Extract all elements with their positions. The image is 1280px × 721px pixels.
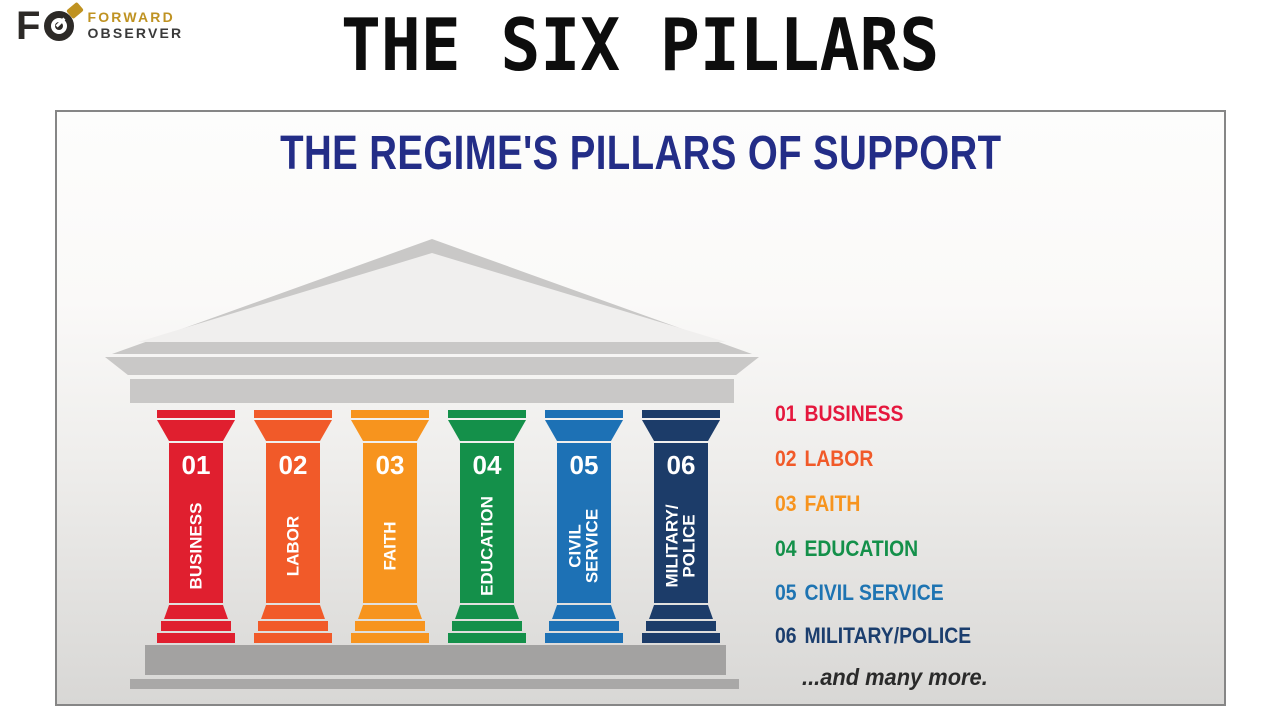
pillar-base-step — [448, 633, 526, 643]
pillar-label: FAITH — [380, 521, 400, 571]
pillar-number: 02 — [278, 450, 308, 480]
pillar-number: 05 — [569, 450, 599, 480]
legend-footnote: ...and many more. — [802, 664, 988, 690]
pillar-base — [358, 605, 422, 619]
pillar-base — [261, 605, 325, 619]
legend-item-labor: 02 LABOR — [775, 446, 873, 472]
legend-item-business: 01 BUSINESS — [775, 401, 903, 427]
pillar-base — [455, 605, 519, 619]
legend-label: EDUCATION — [804, 536, 919, 561]
pillar-shaft: 03 FAITH — [363, 443, 417, 603]
pillar-military-police: 06 MILITARY/ POLICE — [642, 410, 720, 643]
pillar-capital-strip — [157, 410, 235, 418]
legend-number: 03 — [775, 491, 797, 516]
legend-number: 04 — [775, 536, 797, 561]
legend-number: 02 — [775, 446, 797, 471]
pillar-shaft: 06 MILITARY/ POLICE — [654, 443, 708, 603]
legend-number: 01 — [775, 401, 797, 426]
cornice — [105, 357, 759, 375]
pillar-base-step — [545, 633, 623, 643]
logo-line-observer: OBSERVER — [87, 25, 184, 41]
pillar-base-step — [254, 633, 332, 643]
legend-label: FAITH — [804, 491, 861, 516]
logo-f-letter: F — [16, 4, 40, 48]
legend-label: MILITARY/POLICE — [804, 623, 972, 648]
legend-item-civil-service: 05 CIVIL SERVICE — [775, 580, 944, 606]
pillar-base-step — [646, 621, 716, 631]
pillars-panel: THE REGIME'S PILLARS OF SUPPORT 01 BUSIN… — [55, 110, 1226, 706]
pillar-base-step — [258, 621, 328, 631]
base-lower-step — [130, 679, 739, 689]
pediment-fill — [138, 253, 726, 342]
pillar-base-step — [452, 621, 522, 631]
pillar-label: CIVIL SERVICE — [565, 508, 602, 584]
legend-label: BUSINESS — [804, 401, 904, 426]
legend-number: 06 — [775, 623, 797, 648]
pillar-capital-strip — [448, 410, 526, 418]
scope-ring — [44, 11, 75, 41]
pillar-capital — [351, 420, 429, 441]
scope-center-dot — [55, 22, 64, 30]
pillar-capital — [642, 420, 720, 441]
logo-wordmark: FORWARD OBSERVER — [87, 10, 183, 41]
base-platform — [145, 645, 726, 675]
pillar-shaft: 05 CIVIL SERVICE — [557, 443, 611, 603]
pillar-number: 03 — [375, 450, 405, 480]
pillar-civil-service: 05 CIVIL SERVICE — [545, 410, 623, 643]
legend-item-faith: 03 FAITH — [775, 491, 860, 517]
legend-label: CIVIL SERVICE — [804, 580, 944, 605]
pillar-base-step — [549, 621, 619, 631]
diagram-title: THE REGIME'S PILLARS OF SUPPORT — [279, 127, 1002, 180]
pillar-capital-strip — [545, 410, 623, 418]
pillar-capital-strip — [351, 410, 429, 418]
pillar-label: MILITARY/ POLICE — [662, 504, 699, 588]
pillar-capital — [254, 420, 332, 441]
pillar-base-step — [157, 633, 235, 643]
pillar-base — [649, 605, 713, 619]
pillar-base-step — [355, 621, 425, 631]
legend-item-education: 04 EDUCATION — [775, 536, 918, 562]
pillar-capital-strip — [642, 410, 720, 418]
entablature — [130, 379, 734, 403]
pillar-label: LABOR — [283, 515, 303, 577]
pillar-education: 04 EDUCATION — [448, 410, 526, 643]
pillar-label: BUSINESS — [186, 502, 206, 590]
pillar-capital — [545, 420, 623, 441]
pillar-shaft: 01 BUSINESS — [169, 443, 223, 603]
legend-label: LABOR — [804, 446, 874, 471]
pillar-number: 01 — [181, 450, 211, 480]
pillar-number: 06 — [666, 450, 696, 480]
pillar-base — [164, 605, 228, 619]
forward-observer-logo: F FORWARD OBSERVER — [16, 1, 183, 48]
pillar-shaft: 02 LABOR — [266, 443, 320, 603]
pillar-base-step — [351, 633, 429, 643]
page-title: THE SIX PILLARS — [340, 3, 940, 87]
legend-item-military-police: 06 MILITARY/POLICE — [775, 623, 971, 649]
pillar-business: 01 BUSINESS — [157, 410, 235, 643]
pillar-base — [552, 605, 616, 619]
legend-number: 05 — [775, 580, 797, 605]
pillar-base-step — [642, 633, 720, 643]
pillar-capital-strip — [254, 410, 332, 418]
pillar-faith: 03 FAITH — [351, 410, 429, 643]
pillar-capital — [157, 420, 235, 441]
pillar-label: EDUCATION — [477, 496, 497, 596]
pillar-base-step — [161, 621, 231, 631]
pillar-shaft: 04 EDUCATION — [460, 443, 514, 603]
pillar-number: 04 — [472, 450, 502, 480]
logo-line-forward: FORWARD — [87, 9, 175, 26]
target-scope-icon — [44, 1, 85, 43]
pillar-labor: 02 LABOR — [254, 410, 332, 643]
pillar-capital — [448, 420, 526, 441]
